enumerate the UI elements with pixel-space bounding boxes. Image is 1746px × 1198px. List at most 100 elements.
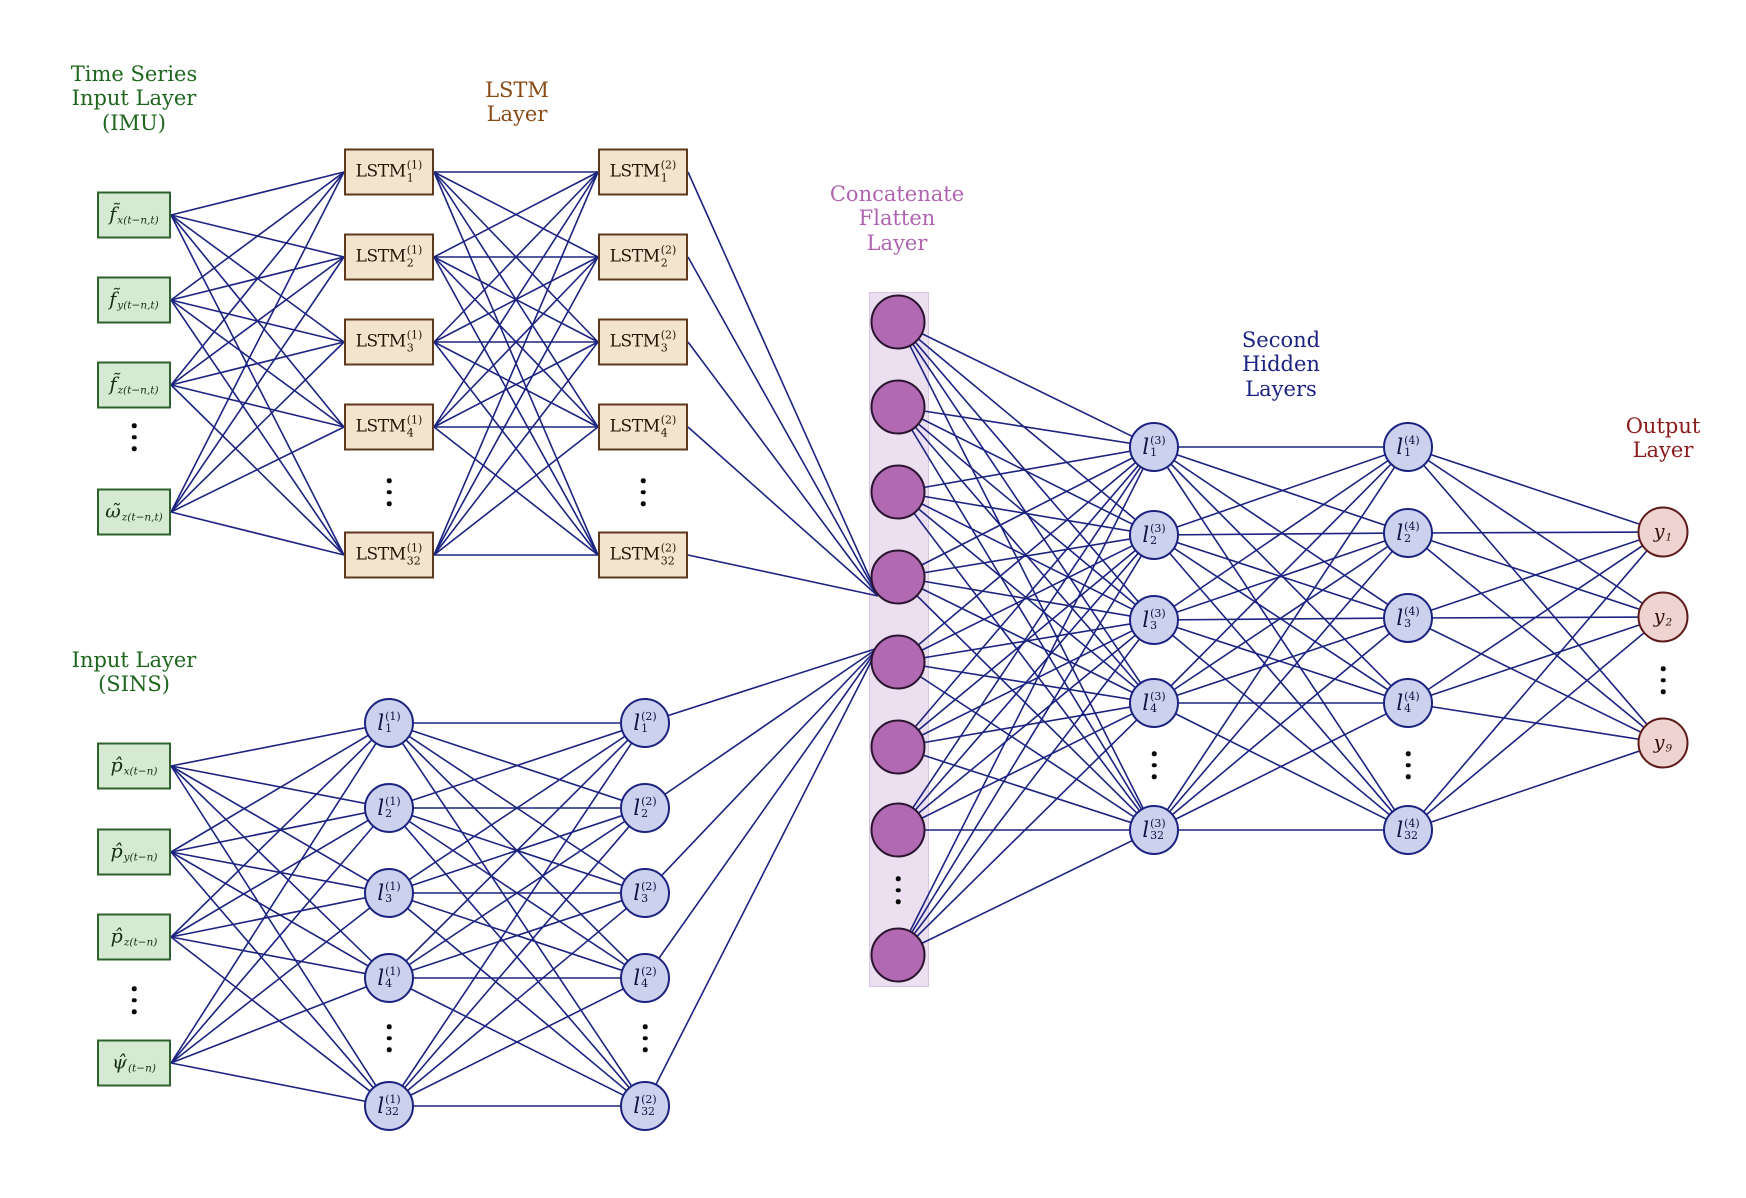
node-label-sub: z(t−n) xyxy=(123,936,158,949)
hidden2-title-line: Second xyxy=(1241,328,1321,352)
concat-ellipsis xyxy=(895,876,901,904)
edge xyxy=(170,892,390,938)
edge xyxy=(170,936,390,1107)
node-label-sub: 2 xyxy=(1404,532,1412,545)
node-label-sup: (3) xyxy=(1150,606,1166,620)
edge xyxy=(897,406,1155,448)
edge xyxy=(644,647,879,979)
node-label-base: l xyxy=(377,710,385,735)
node-label-base: l xyxy=(1396,605,1404,630)
node-label-scripts: (1)32 xyxy=(406,542,423,568)
edge xyxy=(897,576,1155,831)
edge xyxy=(1153,532,1409,831)
sins-node-ψ̂(t−n): ψ̂(t−n) xyxy=(97,1039,171,1087)
node-label-sub: 32 xyxy=(385,1105,400,1118)
edge xyxy=(1407,531,1664,534)
h1-ellipsis xyxy=(386,1024,392,1052)
node-label-sup: (2) xyxy=(641,709,657,723)
edge xyxy=(1407,446,1664,744)
h3-node-l1: l(3)1 xyxy=(1129,422,1179,472)
node-label-sub: 1 xyxy=(660,171,668,184)
h2-node-l32: l(2)32 xyxy=(620,1081,670,1131)
node-label-scripts: (1)1 xyxy=(385,710,401,736)
node-label-sub: 3 xyxy=(1150,619,1158,632)
node-label-base: l xyxy=(377,965,385,990)
edge xyxy=(170,511,345,556)
node-label-sup: (3) xyxy=(1150,816,1166,830)
edge xyxy=(433,256,599,428)
edge xyxy=(897,446,1155,956)
h4-node-l2: l(4)2 xyxy=(1383,508,1433,558)
edge xyxy=(897,534,1155,748)
node-label-scripts: (1)2 xyxy=(406,244,423,270)
sins-node-p̂x(t−n): p̂x(t−n) xyxy=(97,742,171,790)
edge xyxy=(170,171,345,301)
edge xyxy=(170,722,390,938)
node-label-sub: 4 xyxy=(641,977,649,990)
node-label-sup: (1) xyxy=(385,1092,401,1106)
node-label-sub: 2 xyxy=(406,256,414,269)
node-label-sub: 2 xyxy=(1150,534,1158,547)
node-label-base: LSTM xyxy=(355,544,406,565)
edge xyxy=(1153,617,1409,831)
edge xyxy=(388,892,646,979)
hidden2-title-line: Layers xyxy=(1245,376,1317,401)
edge xyxy=(433,171,599,343)
lstm2-node-LSTM4: LSTM(2)4 xyxy=(598,403,688,451)
node-label-base: ω̃ xyxy=(105,500,121,523)
lstm1-ellipsis xyxy=(386,478,392,506)
node-label-sub: x(t−n) xyxy=(123,765,158,778)
node-label-sub: 3 xyxy=(1404,617,1412,630)
edge xyxy=(687,171,879,597)
node-label-base: LSTM xyxy=(609,331,660,352)
edge xyxy=(897,534,1155,831)
node-label-sub: 32 xyxy=(406,554,421,567)
edge xyxy=(433,171,599,556)
node-label-sub: 1 xyxy=(406,171,414,184)
node-label-sub: 4 xyxy=(1150,702,1158,715)
lstm1-node-LSTM3: LSTM(1)3 xyxy=(344,318,434,366)
edge xyxy=(1407,742,1664,831)
h2-ellipsis xyxy=(642,1024,648,1052)
edge xyxy=(687,426,879,597)
node-label-sup: (1) xyxy=(406,158,423,172)
edge xyxy=(897,702,1155,831)
output-title-line: Layer xyxy=(1632,438,1694,463)
h4-node-l32: l(4)32 xyxy=(1383,805,1433,855)
node-label-sup: (1) xyxy=(385,964,401,978)
node-label-base: l xyxy=(1142,690,1150,715)
h3-node-l4: l(3)4 xyxy=(1129,678,1179,728)
node-label-base: l xyxy=(1396,434,1404,459)
edge xyxy=(897,446,1155,663)
h1-node-l3: l(1)3 xyxy=(364,868,414,918)
node-label-sup: (4) xyxy=(1404,604,1420,618)
edge xyxy=(1153,446,1409,704)
node-label-scripts: (2)1 xyxy=(641,709,657,736)
lstm1-node-LSTM4: LSTM(1)4 xyxy=(344,403,434,451)
lstm1-node-LSTM1: LSTM(1)1 xyxy=(344,148,434,196)
edge xyxy=(388,807,646,1107)
imu-node-ω̃z(t−n,t): ω̃z(t−n,t) xyxy=(97,488,171,536)
edge xyxy=(897,446,1155,493)
node-label-scripts: (1)1 xyxy=(406,158,423,185)
node-label-base: p̂ xyxy=(110,925,123,948)
node-label-base: f̃ xyxy=(109,288,117,311)
edge xyxy=(433,426,599,556)
node-label-sup: (4) xyxy=(1404,816,1420,830)
edge xyxy=(1407,531,1664,619)
node-label-sub: 4 xyxy=(660,426,668,439)
node-label-base: LSTM xyxy=(609,246,660,267)
node-label-scripts: (3)2 xyxy=(1150,522,1166,548)
imu-title-line: Input Layer xyxy=(71,86,197,111)
edge xyxy=(1407,446,1664,533)
node-label-sup: (2) xyxy=(641,964,657,978)
node-label-scripts: (1)4 xyxy=(407,414,423,440)
node-label-base: LSTM xyxy=(609,416,660,437)
